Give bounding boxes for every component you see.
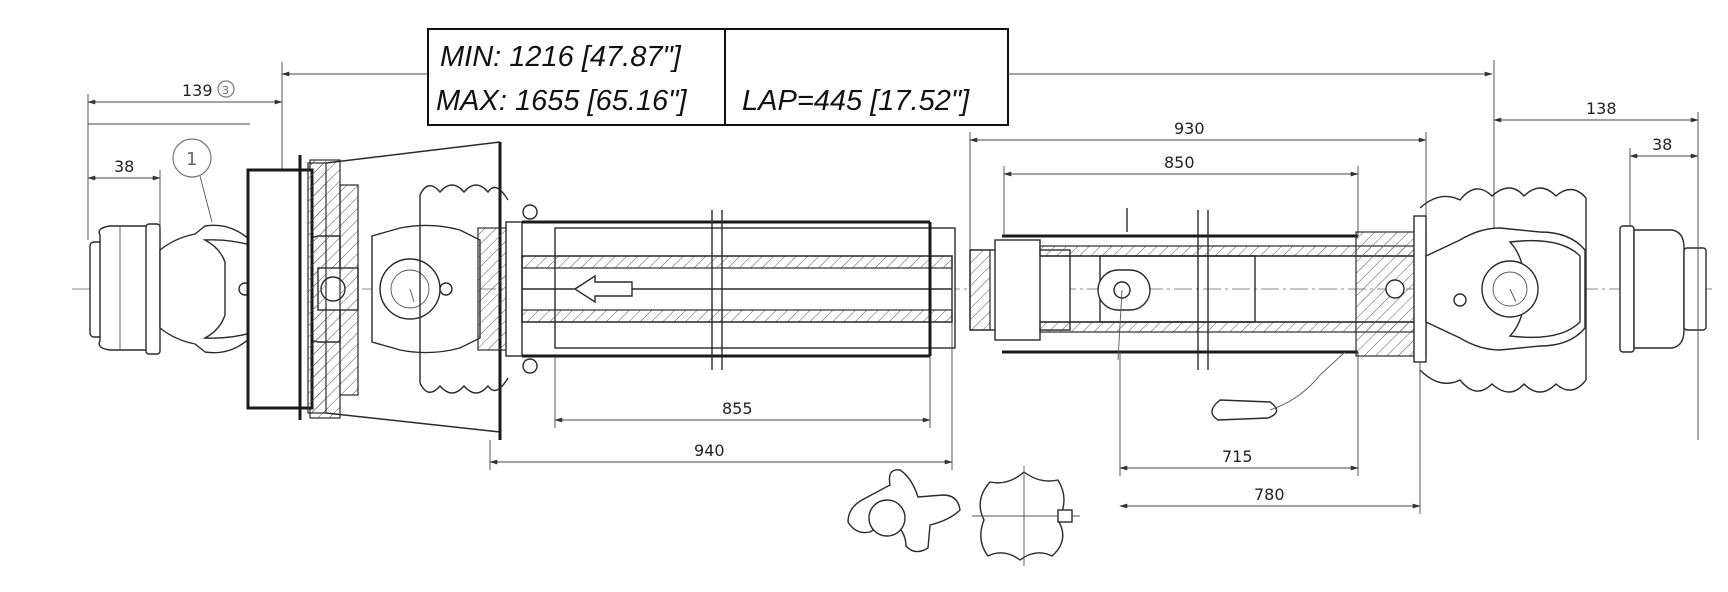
outer-tube-length-dim: 930	[1174, 119, 1205, 138]
left-dimensions: 139 3 38	[87, 80, 283, 240]
lap-text: LAP=445 [17.52"]	[742, 85, 970, 117]
min-length-text: MIN: 1216 [47.87"]	[440, 41, 682, 73]
left-lower-dimensions: 855 940	[489, 322, 953, 470]
left-tube-section	[521, 210, 956, 370]
spec-box: MIN: 1216 [47.87"] MAX: 1655 [65.16"] LA…	[427, 28, 1009, 126]
profile-lemon	[972, 466, 1080, 566]
left-overall-dim: 139	[182, 81, 213, 100]
right-guard-length-dim: 780	[1254, 485, 1285, 504]
right-tube-section	[969, 208, 1427, 421]
right-yoke-assembly	[1413, 187, 1707, 393]
inner-section-length-dim: 850	[1164, 153, 1195, 172]
part-callout-number: 1	[186, 149, 197, 170]
left-yoke-assembly: 1	[89, 138, 538, 440]
note-callout-number: 3	[222, 84, 229, 97]
part-callout-circle	[172, 138, 212, 178]
right-dimensions: 138 38 930 850 715 780	[969, 99, 1699, 514]
right-yoke-dim: 38	[1652, 135, 1672, 154]
right-overall-dim: 138	[1586, 99, 1617, 118]
right-inner-length-dim: 715	[1222, 447, 1253, 466]
profile-star	[847, 469, 961, 553]
left-yoke-dim: 38	[114, 157, 134, 176]
max-length-text: MAX: 1655 [65.16"]	[436, 85, 687, 117]
inner-tube-length-dim: 855	[722, 399, 753, 418]
guard-length-dim: 940	[694, 441, 725, 460]
